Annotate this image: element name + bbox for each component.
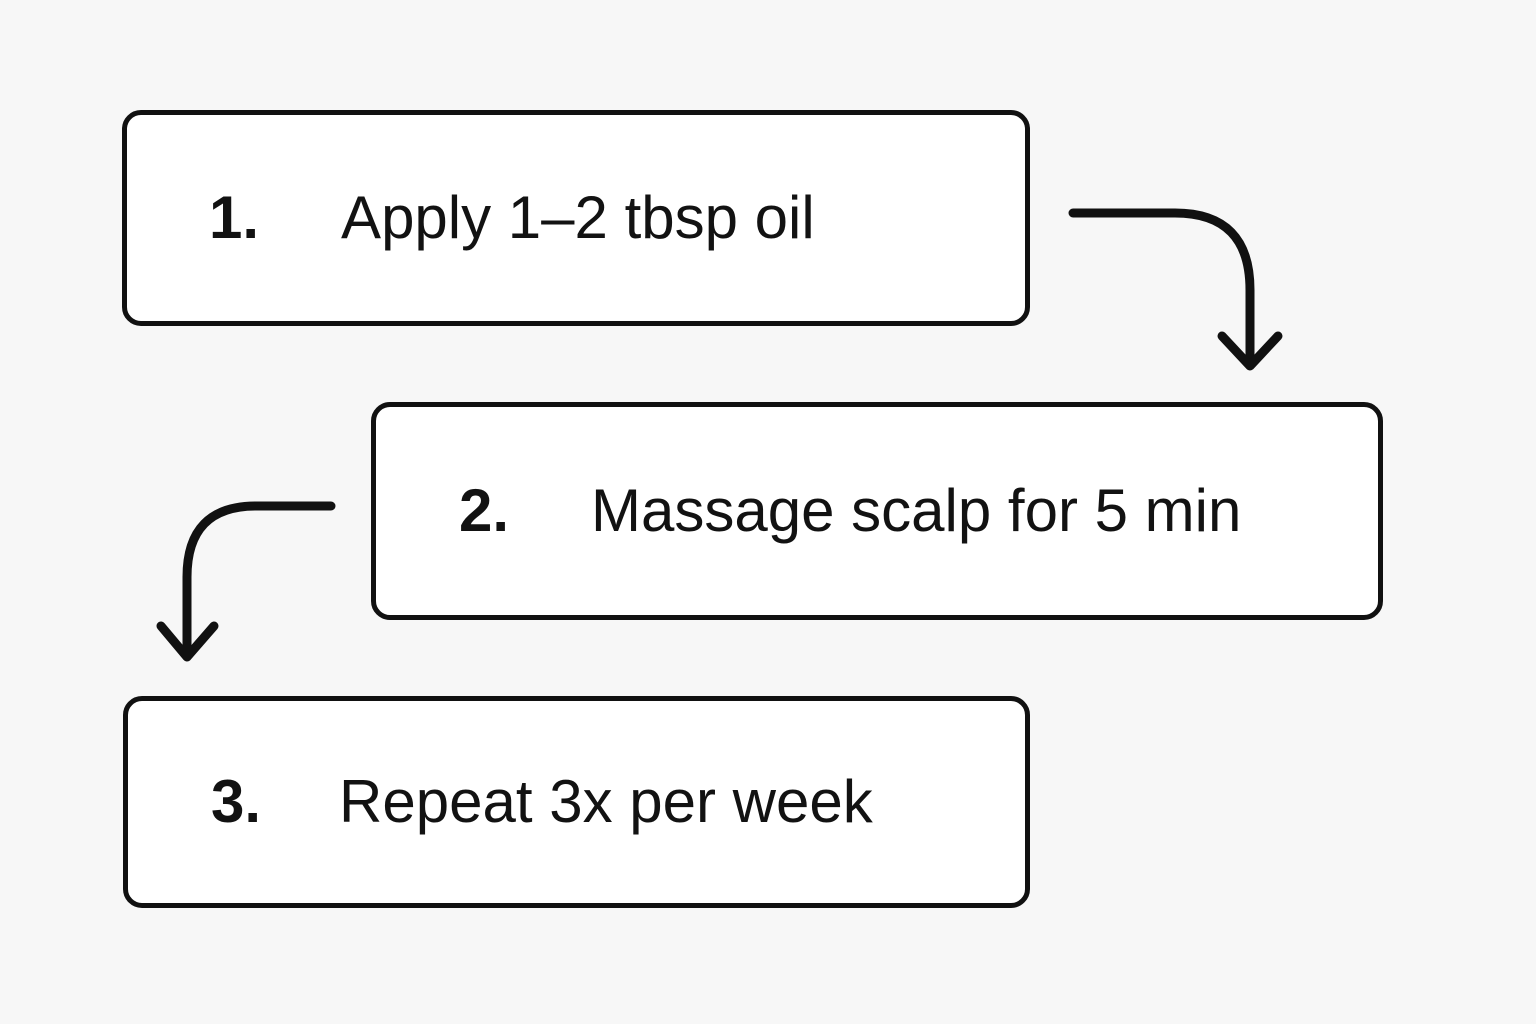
step-label-2: Massage scalp for 5 min [591,477,1242,544]
step-number-1: 1. [209,184,260,251]
step-box-2[interactable]: 2. Massage scalp for 5 min [371,402,1383,620]
step-label-3: Repeat 3x per week [339,768,873,835]
arrow-step1-to-step2 [1068,208,1283,371]
arrow-step2-to-step3 [156,501,336,662]
step-number-2: 2. [459,477,510,544]
step-box-3[interactable]: 3. Repeat 3x per week [123,696,1030,908]
step-label-1: Apply 1–2 tbsp oil [341,184,815,251]
step-box-1[interactable]: 1. Apply 1–2 tbsp oil [122,110,1030,326]
step-number-3: 3. [211,768,262,835]
